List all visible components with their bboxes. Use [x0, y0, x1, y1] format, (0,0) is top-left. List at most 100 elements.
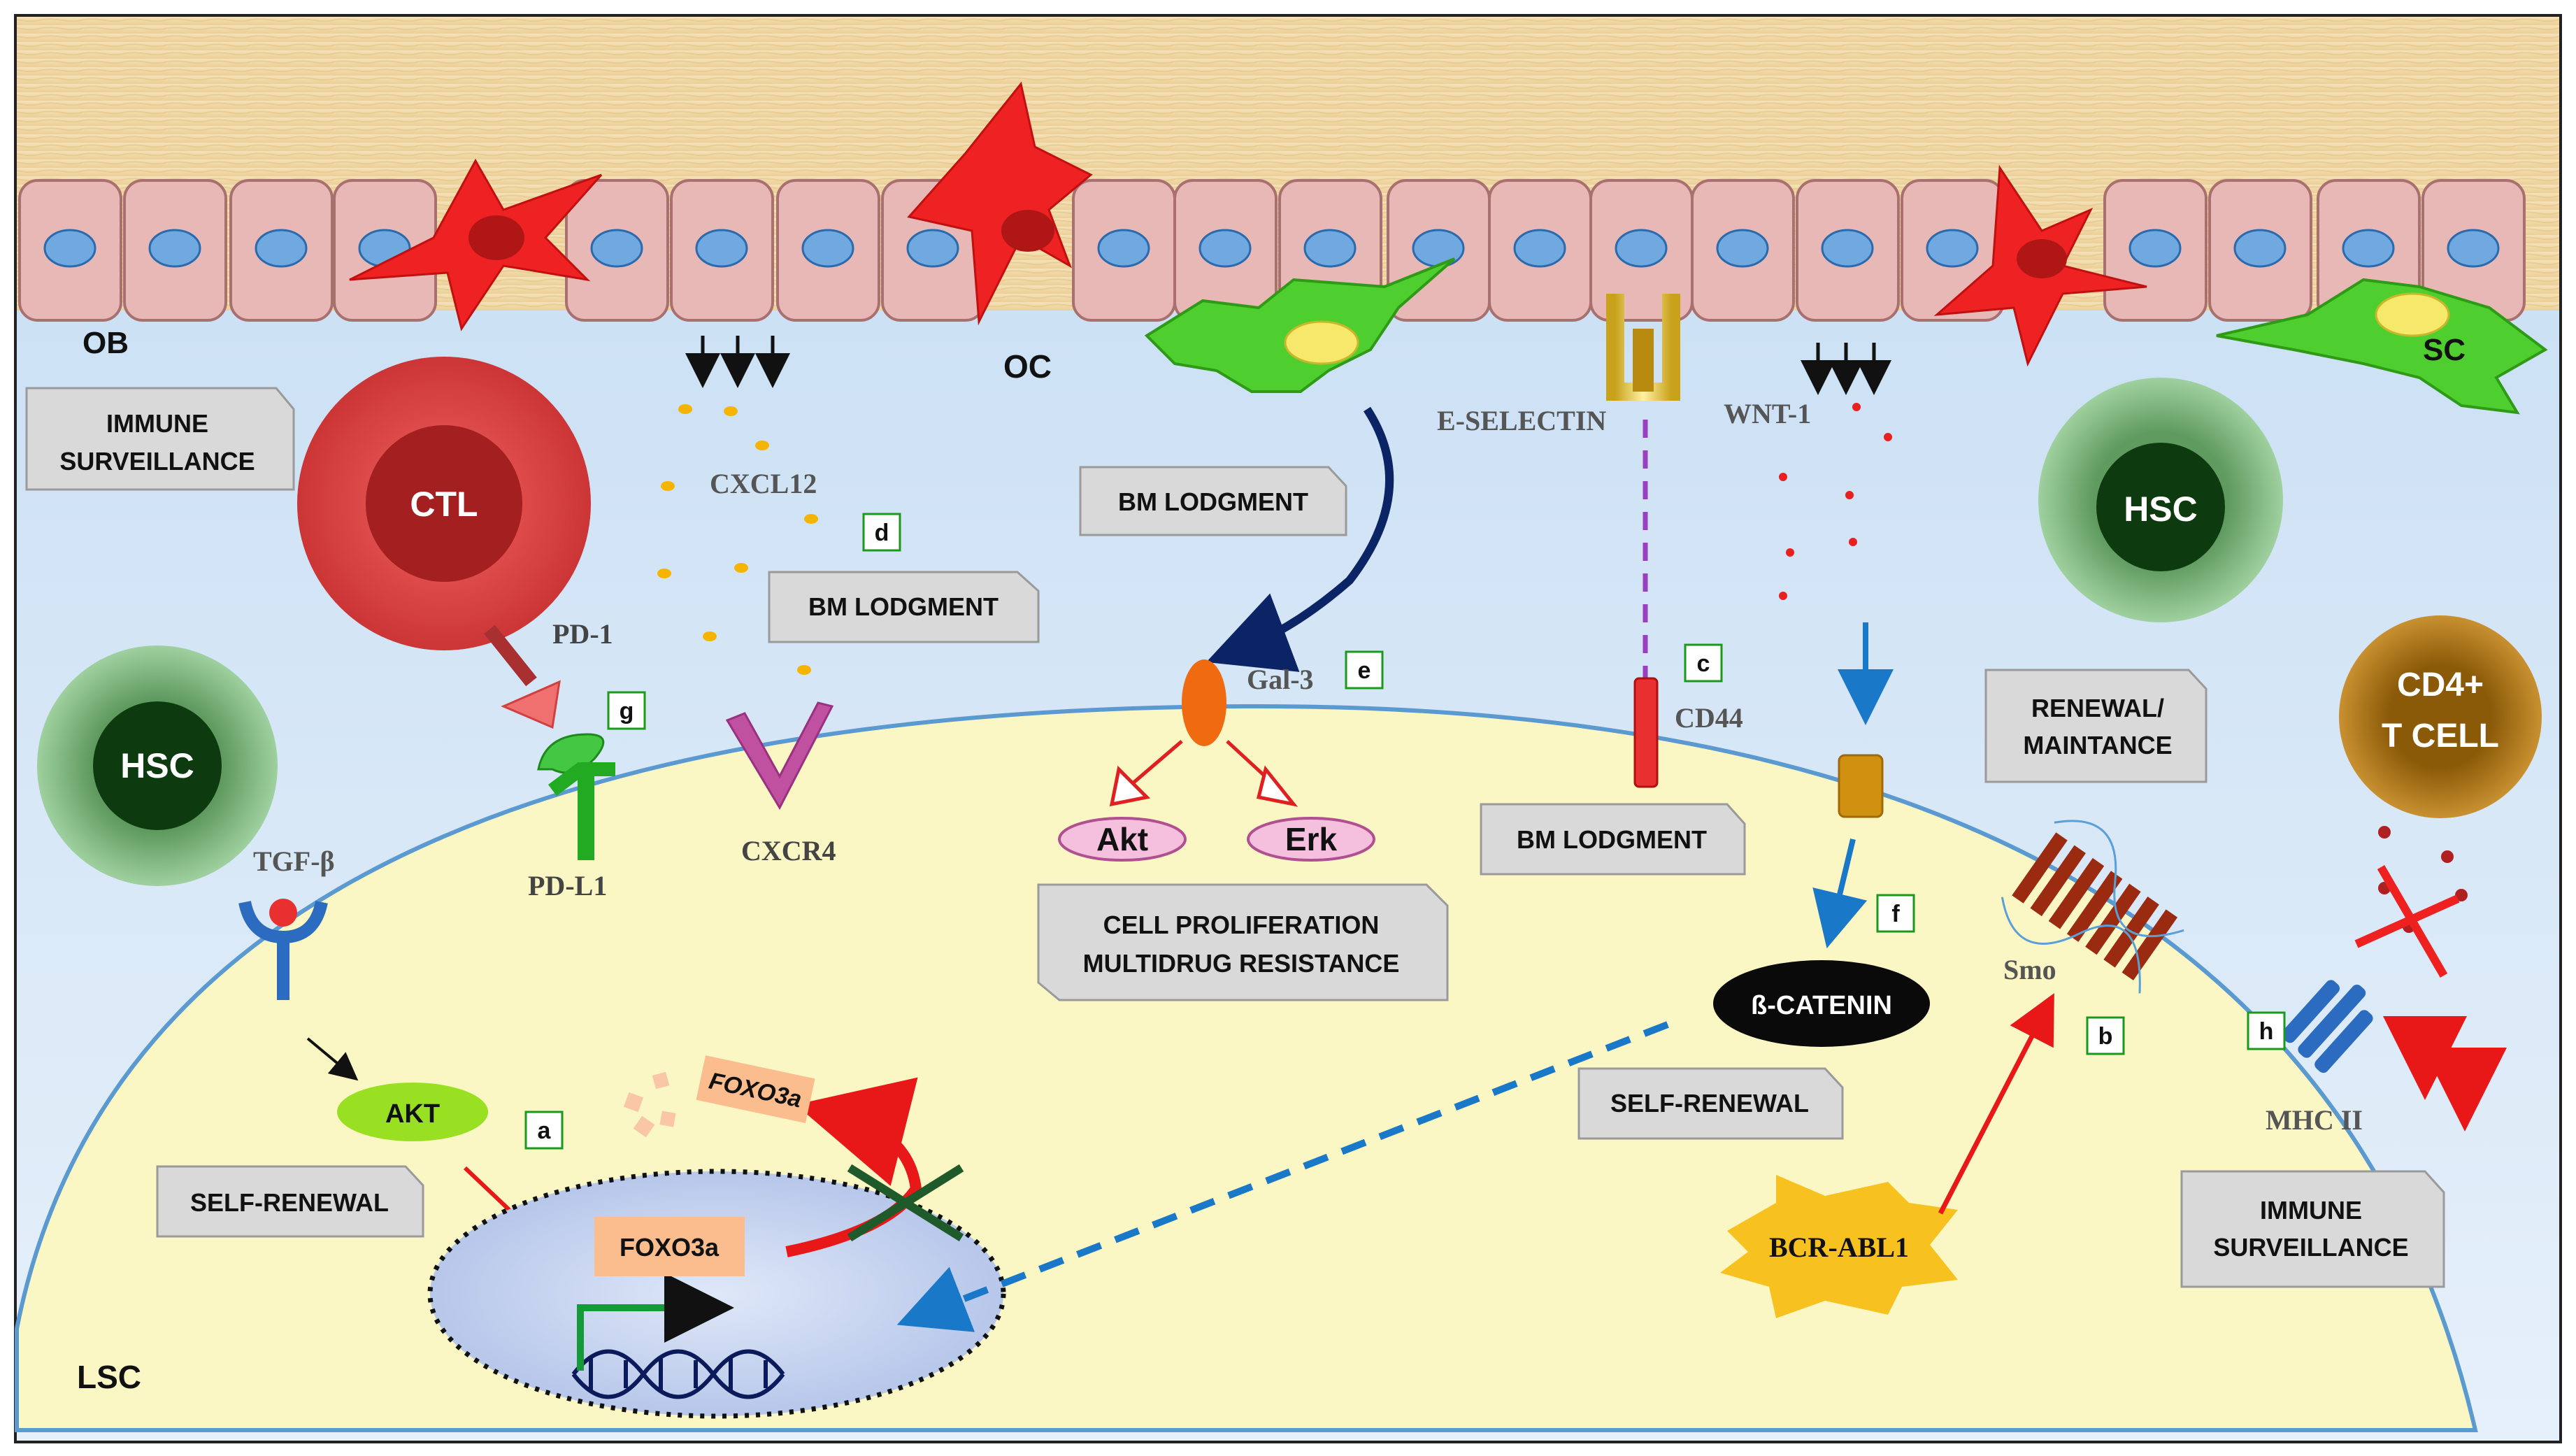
ctl-cell: CTL	[297, 357, 591, 650]
gal3-to-akt-arrow	[1109, 740, 1183, 807]
box-self-renewal-left-label: SELF-RENEWAL	[190, 1188, 389, 1217]
wnt1-downward-arrows	[1801, 343, 1891, 395]
letter-badge-e: e	[1345, 650, 1384, 690]
osteoblast-cell	[2421, 179, 2526, 322]
ctl-label: CTL	[410, 485, 478, 524]
hsc-left: HSC	[37, 645, 278, 886]
gal3-receptor	[1182, 659, 1226, 746]
box-immune-left-line2: SURVEILLANCE	[59, 447, 255, 476]
osteoblast-nucleus	[906, 229, 959, 268]
osteoblast-label: OB	[83, 326, 129, 360]
cd44-receptor	[1633, 677, 1659, 788]
beta-catenin	[1713, 960, 1930, 1047]
box-bm-lodgment-e-label: BM LODGMENT	[1118, 487, 1308, 516]
osteoblast-cell	[2208, 179, 2312, 322]
box-bm-lodgment-d-label: BM LODGMENT	[808, 592, 999, 621]
osteoblast-cell	[1072, 179, 1176, 322]
box-self-renewal-left: SELF-RENEWAL	[156, 1165, 424, 1238]
letter-a: a	[538, 1118, 552, 1144]
foxo3a-cytoplasmic-box: FOXO3a	[696, 1055, 815, 1123]
letter-f: f	[1891, 901, 1900, 927]
beta-catenin-label: ß-CATENIN	[1751, 991, 1892, 1020]
box-immune-surveillance-left: IMMUNE SURVEILLANCE	[25, 387, 295, 491]
osteoclast-3	[1933, 164, 2147, 367]
hsc-top-right: HSC	[2038, 378, 2283, 622]
smo-label: Smo	[2003, 954, 2056, 985]
osteoblast-nucleus	[1412, 229, 1465, 268]
letter-d: d	[875, 520, 889, 546]
box-renewal-line1: RENEWAL/	[2031, 694, 2164, 722]
smo-receptor	[2001, 820, 2184, 994]
osteoblast-cell	[1691, 179, 1795, 322]
osteoblast-nucleus	[801, 229, 854, 268]
tgfb-to-akt-arrow	[306, 1037, 359, 1081]
wnt1-particles	[1779, 403, 1892, 600]
akt-pill	[1058, 817, 1187, 862]
box-renewal-line2: MAINTANCE	[2023, 731, 2172, 759]
cd4-cytokine-particles	[2378, 826, 2468, 933]
osteoblast-cell	[2103, 179, 2208, 322]
akt-oval	[337, 1083, 488, 1141]
transcription-arrow	[577, 1273, 734, 1371]
box-immune-right-line2: SURVEILLANCE	[2213, 1233, 2408, 1262]
erk-pill-label: Erk	[1285, 821, 1338, 857]
e-selectin	[1606, 294, 1680, 401]
mhc2-down-arrows	[2383, 1016, 2507, 1132]
osteoblast-nucleus	[148, 229, 201, 268]
pd1-stem	[484, 624, 537, 687]
cxcr4-receptor	[725, 701, 834, 811]
cd4-label-line1: CD4+	[2397, 666, 2484, 704]
foxo3a-export-arrow	[785, 1077, 922, 1257]
cd4-label-line2: T CELL	[2382, 718, 2499, 755]
osteoblast-nucleus	[255, 229, 308, 268]
cd44-label: CD44	[1675, 702, 1743, 734]
hsc-top-label: HSC	[2124, 490, 2198, 529]
lsc-label: LSC	[77, 1359, 141, 1395]
letter-badge-a: a	[524, 1111, 564, 1150]
tgfb-receptor	[238, 899, 328, 1000]
osteoblast-nucleus	[2447, 229, 2500, 268]
box-self-renewal-right: SELF-RENEWAL	[1577, 1067, 1844, 1140]
letter-badge-g: g	[607, 691, 646, 730]
box-immune-right-line1: IMMUNE	[2260, 1196, 2362, 1225]
letter-badge-d: d	[862, 513, 901, 552]
akt-pill-label: Akt	[1096, 821, 1148, 857]
box-self-renewal-right-label: SELF-RENEWAL	[1610, 1089, 1809, 1118]
letter-g: g	[620, 698, 634, 725]
box-bm-lodgment-d: BM LODGMENT	[768, 571, 1040, 643]
osteoblast-cell	[18, 179, 122, 322]
osteoclast-2	[907, 81, 1093, 326]
foxo3a-nuclear-box	[594, 1217, 745, 1276]
osteoblast-cell	[565, 179, 669, 322]
bcr-abl1-badge	[1720, 1175, 1958, 1318]
osteoclast-1	[349, 158, 603, 331]
osteoblast-nucleus	[1716, 229, 1769, 268]
box-bm-lodgment-c: BM LODGMENT	[1480, 803, 1746, 876]
pd1-receptor	[501, 680, 561, 729]
foxo3a-export-blocked-x	[847, 1164, 964, 1242]
tgfb-label: TGF-β	[253, 845, 335, 877]
stromal-cell-label: SC	[2423, 333, 2466, 367]
stromal-to-gal3-arrow	[1206, 406, 1394, 672]
beta-catenin-to-nucleus-arrow	[896, 1021, 1669, 1332]
box-immune-left-line1: IMMUNE	[106, 409, 208, 438]
cxcr4-label: CXCR4	[741, 835, 836, 866]
letter-c: c	[1697, 650, 1710, 677]
cxcl12-particles	[657, 404, 818, 675]
osteoblast-nucleus	[43, 229, 96, 268]
osteoblast-cell	[1488, 179, 1592, 322]
gal3-to-erk-arrow	[1226, 740, 1298, 807]
hsc-left-label: HSC	[120, 746, 194, 785]
osteoblast-cell	[776, 179, 880, 322]
letter-badge-h: h	[2247, 1011, 2286, 1050]
osteoblast-nucleus	[1303, 229, 1357, 268]
osteoblast-nucleus	[2342, 229, 2395, 268]
osteoblast-nucleus	[1615, 229, 1668, 268]
osteoblast-cell	[123, 179, 227, 322]
pdl1-receptor	[537, 733, 615, 860]
mhc2-receptor	[2281, 980, 2373, 1073]
osteoblast-cell	[1173, 179, 1278, 322]
box-cell-prolif-line1: CELL PROLIFERATION	[1103, 911, 1380, 939]
osteoblast-nucleus	[695, 229, 748, 268]
